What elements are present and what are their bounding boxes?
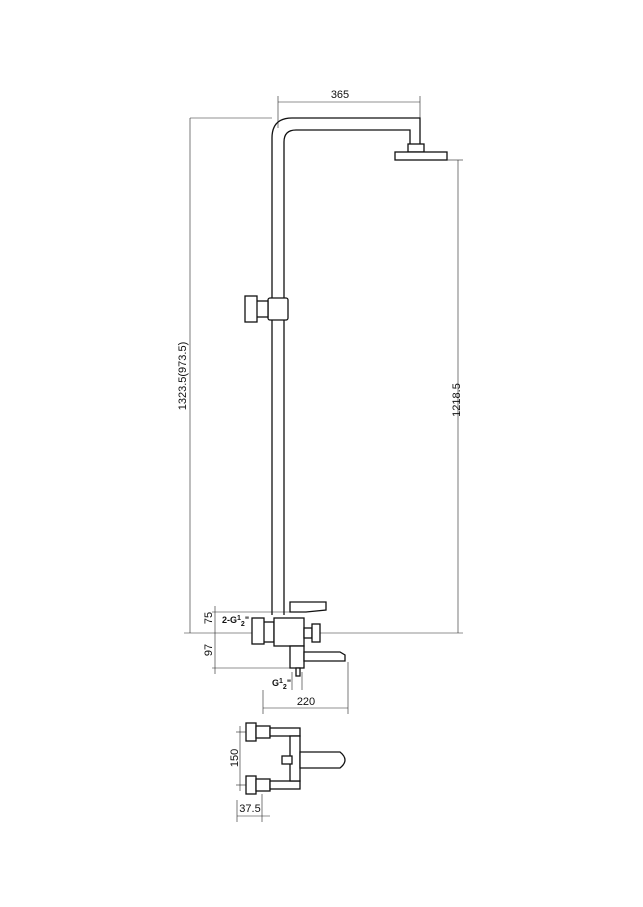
head-height-dimension: 1218.5	[320, 159, 463, 634]
arm-reach-dimension: 365	[277, 89, 421, 140]
arm-reach-label: 365	[331, 89, 349, 101]
total-height-label: 1323.5(973.5)	[177, 342, 189, 411]
inlet-thread-label: 2-G12"	[222, 615, 249, 628]
mixer-top-offset-label: 75	[203, 612, 215, 624]
mixer-bottom-offset-dimension: 97	[203, 633, 298, 674]
spout-reach-dimension: 220	[262, 662, 349, 714]
inlet-spacing-label: 150	[229, 749, 241, 767]
shower-head	[394, 143, 448, 161]
mixer-bottom-offset-label: 97	[203, 644, 215, 656]
inlet-depth-label: 37.5	[239, 803, 260, 815]
inlet-depth-dimension: 37.5	[236, 794, 270, 822]
hand-shower-holder	[244, 295, 289, 323]
svg-text:G12": G12"	[272, 678, 291, 691]
spout-reach-label: 220	[297, 696, 315, 708]
head-height-label: 1218.5	[451, 383, 463, 417]
mixer-top-view	[245, 722, 346, 795]
bath-mixer-body	[251, 601, 346, 677]
mixer-top-offset-dimension: 75	[203, 606, 290, 633]
svg-text:2-G12": 2-G12"	[222, 615, 249, 628]
inlet-spacing-dimension: 150	[229, 726, 246, 791]
total-height-dimension: 1323.5(973.5)	[177, 117, 272, 634]
shower-riser-pipe	[271, 117, 421, 615]
outlet-thread-label: G12"	[272, 672, 303, 691]
